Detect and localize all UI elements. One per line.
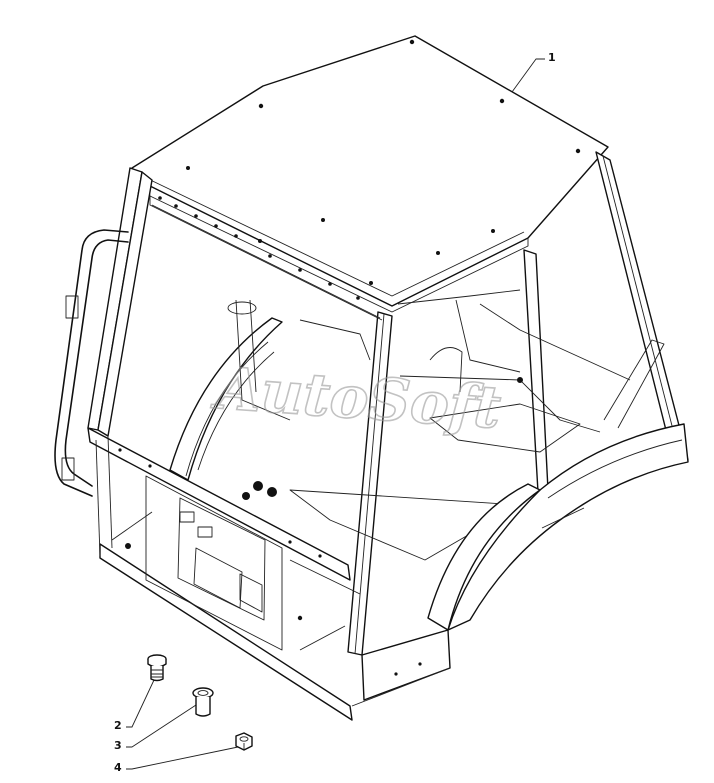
part-3-sleeve (192, 687, 214, 717)
watermark-text: AutoSoft (209, 354, 503, 442)
callout-label-3: 3 (114, 739, 122, 752)
inner-fender-left (169, 299, 371, 481)
callout-label-4: 4 (114, 761, 122, 774)
part-4-nut (235, 732, 253, 751)
side-handrail (54, 229, 129, 497)
callout-label-2: 2 (114, 719, 122, 732)
rear-fender (427, 423, 689, 631)
callout-leaders (126, 58, 545, 770)
cab-frame (87, 151, 689, 721)
rear-interior (397, 289, 665, 453)
frame-holes (118, 196, 523, 676)
part-2-bolt (147, 654, 167, 682)
callout-label-1: 1 (548, 51, 556, 64)
roof-panel (131, 35, 609, 313)
